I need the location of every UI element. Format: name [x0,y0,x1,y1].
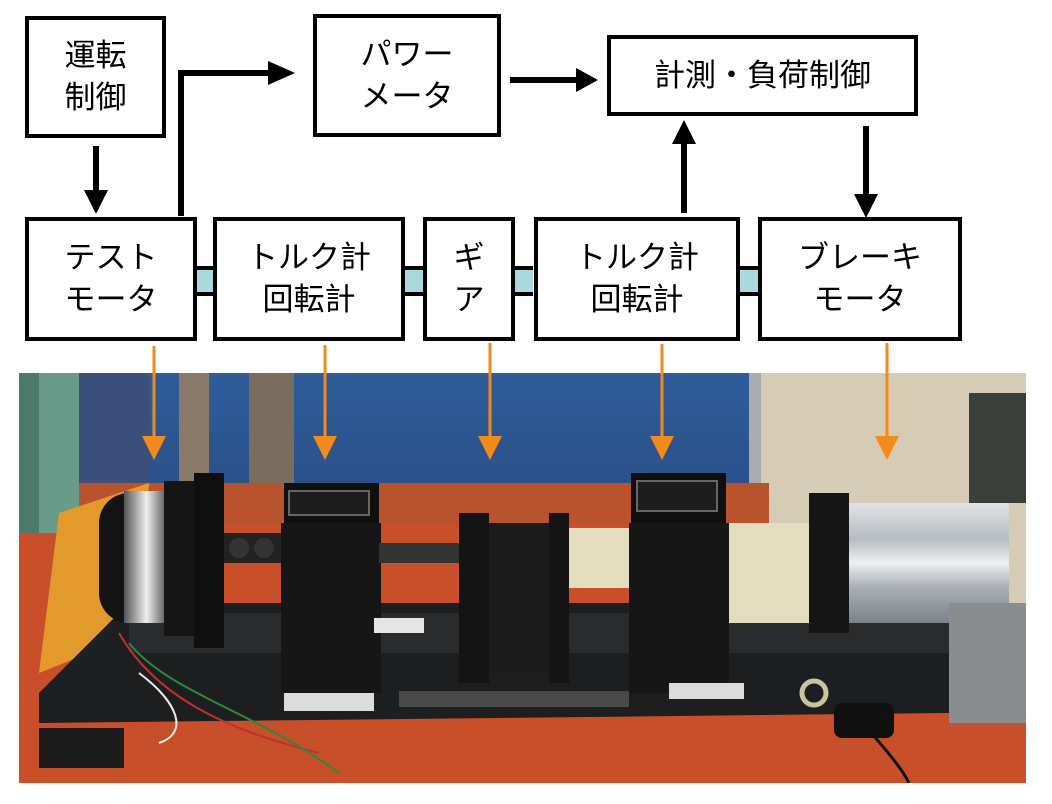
pointer-arrow-gear [478,343,502,460]
box-brake-motor: ブレーキ モータ [758,217,962,341]
photo-test-motor [99,473,224,648]
coupling-1 [197,266,215,296]
coupling-2 [405,266,423,296]
photo-gear [399,513,629,707]
box-label-line: ア [453,282,485,318]
box-torque-tachometer-2: トルク計 回転計 [534,217,740,341]
arrow-test-motor-to-power-meter [178,61,295,216]
arrow-operation-to-test-motor [84,146,108,214]
box-operation-control: 運転 制御 [25,16,166,138]
box-label-line: モータ [64,282,158,318]
box-label-line: テスト [64,240,158,276]
pointer-arrow-brake-motor [875,343,899,460]
test-bench-photo [19,373,1026,783]
terminal-block [39,728,124,768]
photo-brake-motor [809,393,1026,723]
box-label-line: メータ [360,78,454,115]
box-label-line: パワー [360,36,454,73]
box-label-line: ブレーキ [798,240,922,276]
box-label-line: トルク計 [247,240,371,276]
arrow-power-meter-to-measurement [510,68,598,92]
box-label-line: 計測・負荷制御 [654,57,871,94]
box-label-line: 回転計 [262,282,356,318]
control-pad [834,703,894,738]
box-measurement-load-control: 計測・負荷制御 [607,35,918,116]
pointer-arrow-test-motor [142,346,166,460]
box-label-line: モータ [813,282,907,318]
pointer-arrow-torque-meter-1 [313,345,337,460]
arrow-measurement-to-brake-motor [854,126,878,218]
box-label-line: 制御 [64,80,127,116]
box-gear: ギ ア [423,217,515,341]
photo-torque-meter-2 [569,473,829,708]
arrow-torque-meter-to-measurement [672,120,696,213]
box-label-line: ギ [453,240,485,276]
box-label-line: 回転計 [590,282,684,318]
pointer-arrow-torque-meter-2 [650,344,674,460]
coupling-3 [515,266,533,296]
coupling-4 [740,266,758,296]
test-bench-illustration [19,373,1026,783]
box-label-line: トルク計 [575,240,699,276]
box-label-line: 運転 [64,38,127,74]
box-power-meter: パワー メータ [313,14,501,137]
box-test-motor: テスト モータ [25,217,197,341]
photo-torque-meter-1 [281,483,381,711]
box-torque-tachometer-1: トルク計 回転計 [213,217,405,341]
